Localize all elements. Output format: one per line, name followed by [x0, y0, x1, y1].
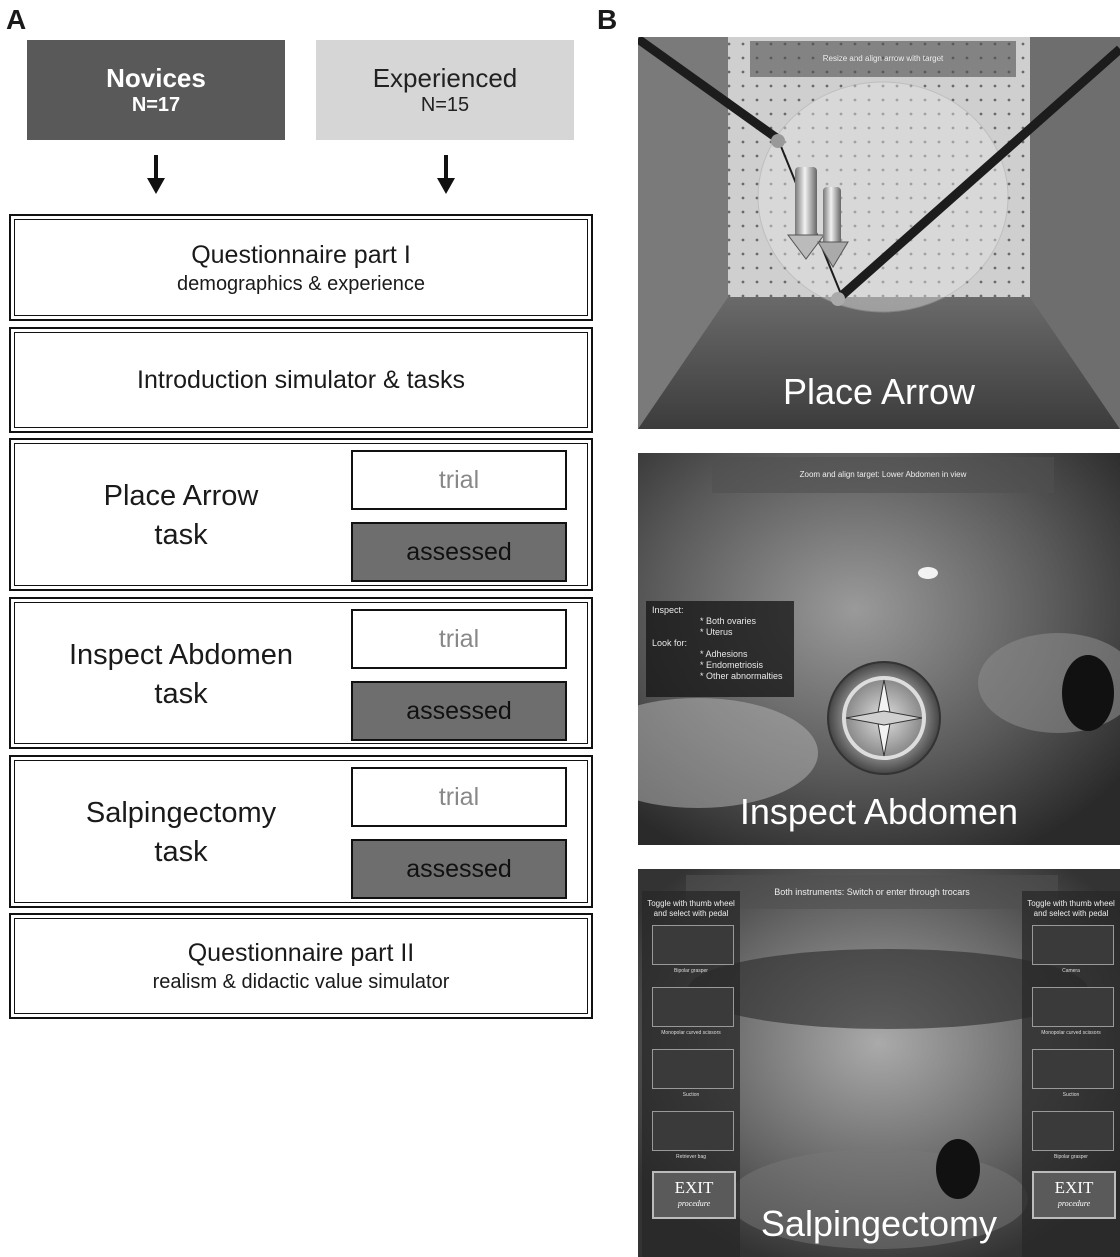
exit-label: EXIT — [674, 1178, 714, 1197]
novices-arrow-head — [147, 178, 165, 194]
right-tool-column: Toggle with thumb wheel and select with … — [1022, 891, 1120, 1257]
questionnaire-part2-box: Questionnaire part II realism & didactic… — [9, 913, 593, 1019]
inspect-abdomen-task-label-line2: task — [154, 678, 208, 710]
salpingectomy-trial-box: trial — [351, 767, 567, 827]
tool-label: Monopolar curved scissors — [661, 1030, 721, 1036]
salpingectomy-instruction-banner: Both instruments: Switch or enter throug… — [686, 875, 1058, 909]
box-inner-border — [14, 918, 588, 1014]
questionnaire-part1-box: Questionnaire part I demographics & expe… — [9, 214, 593, 321]
place-arrow-task-box: Place Arrow task trial assessed — [9, 438, 593, 591]
salpingectomy-task-label-line1: Salpingectomy — [85, 797, 277, 829]
tool-label: Monopolar curved scissors — [1041, 1030, 1101, 1036]
questionnaire-part1-subtitle: demographics & experience — [177, 272, 425, 295]
place-arrow-task-label-line1: Place Arrow — [103, 480, 259, 512]
questionnaire-part2-subtitle: realism & didactic value simulator — [152, 971, 450, 993]
look-for-item: * Other abnormalties — [700, 671, 783, 681]
inspect-item: * Both ovaries — [700, 616, 757, 626]
inspect-abdomen-assessed-box: assessed — [351, 681, 567, 741]
camera-tool-slot[interactable] — [1032, 925, 1114, 965]
place-arrow-scene — [638, 37, 1120, 429]
experienced-arrow-shaft — [444, 155, 448, 179]
suction-tool-slot[interactable] — [1032, 1049, 1114, 1089]
panel-letter-a: A — [6, 4, 27, 35]
box-inner-border — [14, 219, 588, 316]
left-tool-column-header: Toggle with thumb wheel and select with … — [647, 899, 735, 918]
inspect-info-panel: Inspect: * Both ovaries * Uterus Look fo… — [646, 601, 794, 697]
exit-label: EXIT — [1054, 1178, 1094, 1197]
salpingectomy-screenshot: Both instruments: Switch or enter throug… — [638, 869, 1120, 1257]
salpingectomy-task-label-line2: task — [154, 836, 208, 868]
look-for-label: Look for: — [652, 638, 688, 648]
box-inner-border — [14, 332, 588, 428]
experienced-label: Experienced — [372, 63, 518, 93]
left-tool-column: Toggle with thumb wheel and select with … — [642, 891, 740, 1257]
salpingectomy-task-box: Salpingectomy task trial assessed — [9, 755, 593, 908]
experienced-count: N=15 — [420, 94, 470, 116]
look-for-item: * Endometriosis — [700, 660, 764, 670]
box-inner-border — [14, 602, 588, 744]
novices-count: N=17 — [131, 94, 181, 116]
inspect-abdomen-task-box: Inspect Abdomen task trial assessed — [9, 597, 593, 749]
exit-sublabel: procedure — [1057, 1199, 1091, 1208]
introduction-box: Introduction simulator & tasks — [9, 327, 593, 433]
novices-label: Novices — [106, 63, 206, 93]
tool-label: Suction — [682, 1092, 700, 1098]
experienced-arrow-head — [437, 178, 455, 194]
tool-label: Bipolar grasper — [1054, 1154, 1088, 1160]
place-arrow-task-label-line2: task — [154, 519, 208, 551]
inspect-abdomen-trial-box: trial — [351, 609, 567, 669]
exit-procedure-button[interactable]: EXIT procedure — [652, 1171, 736, 1219]
inspect-abdomen-screenshot: Zoom and align target: Lower Abdomen in … — [638, 453, 1120, 845]
experienced-group-box: Experienced N=15 — [316, 40, 574, 140]
novices-arrow-shaft — [154, 155, 158, 179]
bipolar-grasper-tool-slot[interactable] — [652, 925, 734, 965]
tool-label: Bipolar grasper — [674, 968, 708, 974]
introduction-title: Introduction simulator & tasks — [137, 366, 465, 394]
look-for-item: * Adhesions — [700, 649, 748, 659]
monopolar-scissors-tool-slot[interactable] — [1032, 987, 1114, 1027]
inspect-abdomen-task-label-line1: Inspect Abdomen — [68, 639, 294, 671]
exit-procedure-button[interactable]: EXIT procedure — [1032, 1171, 1116, 1219]
right-tool-column-header: Toggle with thumb wheel and select with … — [1027, 899, 1115, 918]
inspect-label: Inspect: — [652, 605, 684, 615]
tool-label: Retriever bag — [675, 1154, 706, 1160]
tool-label: Suction — [1062, 1092, 1080, 1098]
inspect-instruction-banner: Zoom and align target: Lower Abdomen in … — [712, 457, 1054, 493]
bipolar-grasper-tool-slot[interactable] — [1032, 1111, 1114, 1151]
place-arrow-instruction-banner: Resize and align arrow with target — [750, 41, 1016, 77]
box-inner-border — [14, 443, 588, 586]
place-arrow-trial-box: trial — [351, 450, 567, 510]
panel-letter-b: B — [597, 4, 618, 35]
salpingectomy-assessed-box: assessed — [351, 839, 567, 899]
suction-tool-slot[interactable] — [652, 1049, 734, 1089]
questionnaire-part1-title: Questionnaire part I — [191, 240, 411, 269]
place-arrow-screenshot: Resize and align arrow with target Place… — [638, 37, 1120, 429]
salpingectomy-caption: Salpingectomy — [760, 1203, 998, 1244]
inspect-abdomen-caption: Inspect Abdomen — [739, 791, 1019, 832]
retriever-bag-tool-slot[interactable] — [652, 1111, 734, 1151]
exit-sublabel: procedure — [677, 1199, 711, 1208]
place-arrow-caption: Place Arrow — [782, 371, 976, 412]
novices-group-box: Novices N=17 — [27, 40, 285, 140]
inspect-item: * Uterus — [700, 627, 733, 637]
tool-label: Camera — [1062, 968, 1080, 974]
place-arrow-assessed-box: assessed — [351, 522, 567, 582]
questionnaire-part2-title: Questionnaire part II — [187, 939, 415, 967]
box-inner-border — [14, 760, 588, 903]
monopolar-scissors-tool-slot[interactable] — [652, 987, 734, 1027]
